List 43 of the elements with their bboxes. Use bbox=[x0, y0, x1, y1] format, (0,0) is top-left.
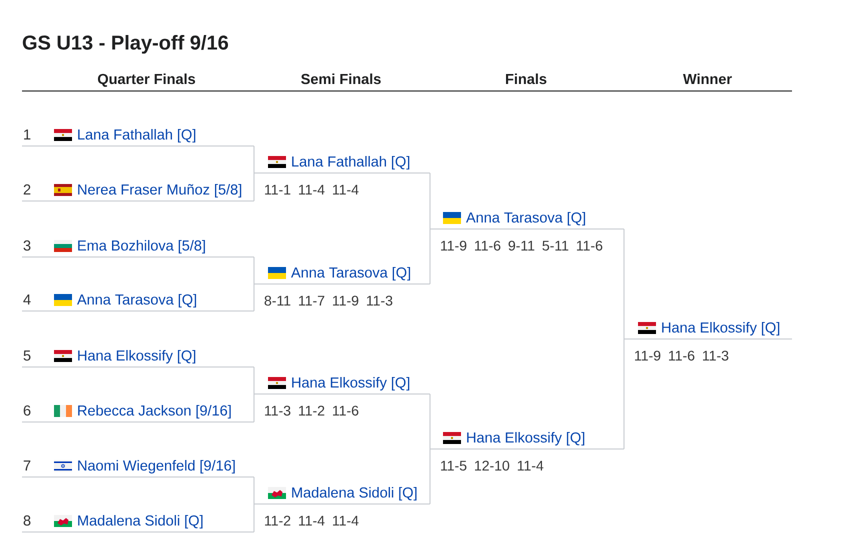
player-name: Madalena Sidoli [Q] bbox=[78, 515, 202, 528]
match-score: 11-9 11-6 11-3 bbox=[635, 350, 728, 361]
seed-number: 4 bbox=[23, 294, 31, 304]
player-name: Rebecca Jackson [9/16] bbox=[78, 405, 231, 418]
bracket-slot bbox=[22, 405, 254, 422]
player-name: Nerea Fraser Muñoz [5/8] bbox=[78, 184, 242, 198]
player-name: Hana Elkossify [Q] bbox=[78, 350, 196, 364]
match-score: 11-3 11-2 11-6 bbox=[265, 406, 358, 416]
match-score: 8-11 11-7 11-9 11-3 bbox=[264, 296, 392, 306]
seed-number: 6 bbox=[24, 405, 30, 416]
bracket-slot bbox=[22, 350, 254, 368]
player-name: Anna Tarasova [Q] bbox=[466, 212, 586, 226]
seed-number: 5 bbox=[24, 350, 30, 361]
column-header: Finals bbox=[506, 74, 546, 84]
seed-number: 3 bbox=[24, 240, 30, 251]
bracket-slot bbox=[22, 184, 254, 202]
bracket-slot bbox=[22, 515, 254, 532]
player-name: Madalena Sidoli [Q] bbox=[292, 487, 416, 500]
seed-number: 1 bbox=[24, 130, 30, 140]
player-name: Lana Fathallah [Q] bbox=[78, 129, 196, 142]
column-header: Quarter Finals bbox=[98, 74, 196, 87]
player-name: Naomi Wiegenfeld [9/16] bbox=[78, 460, 235, 474]
column-header: Semi Finals bbox=[301, 74, 381, 84]
column-header: Winner bbox=[683, 74, 732, 84]
match-score: 11-5 12-10 11-4 bbox=[441, 460, 544, 471]
bracket-slot bbox=[22, 240, 254, 258]
seed-number: 2 bbox=[24, 184, 30, 194]
player-name: Hana Elkossify [Q] bbox=[292, 377, 410, 390]
player-name: Lana Fathallah [Q] bbox=[292, 156, 410, 170]
match-score: 11-2 11-4 11-4 bbox=[265, 516, 359, 526]
player-name: Hana Elkossify [Q] bbox=[662, 322, 780, 336]
seed-number: 7 bbox=[24, 460, 30, 470]
bracket-slot bbox=[22, 129, 254, 146]
bracket-slot bbox=[22, 294, 254, 312]
player-name: Anna Tarasova [Q] bbox=[77, 294, 196, 308]
seed-number: 8 bbox=[24, 515, 30, 526]
match-score: 11-1 11-4 11-4 bbox=[265, 184, 359, 194]
title: GS U13 - Play-off 9/16 bbox=[22, 35, 228, 54]
match-score: 11-9 11-6 9-11 5-11 11-6 bbox=[441, 240, 602, 251]
player-name: Anna Tarasova [Q] bbox=[291, 267, 410, 280]
bracket-slot bbox=[22, 460, 254, 478]
player-name: Ema Bozhilova [5/8] bbox=[78, 240, 205, 254]
player-name: Hana Elkossify [Q] bbox=[467, 432, 584, 446]
